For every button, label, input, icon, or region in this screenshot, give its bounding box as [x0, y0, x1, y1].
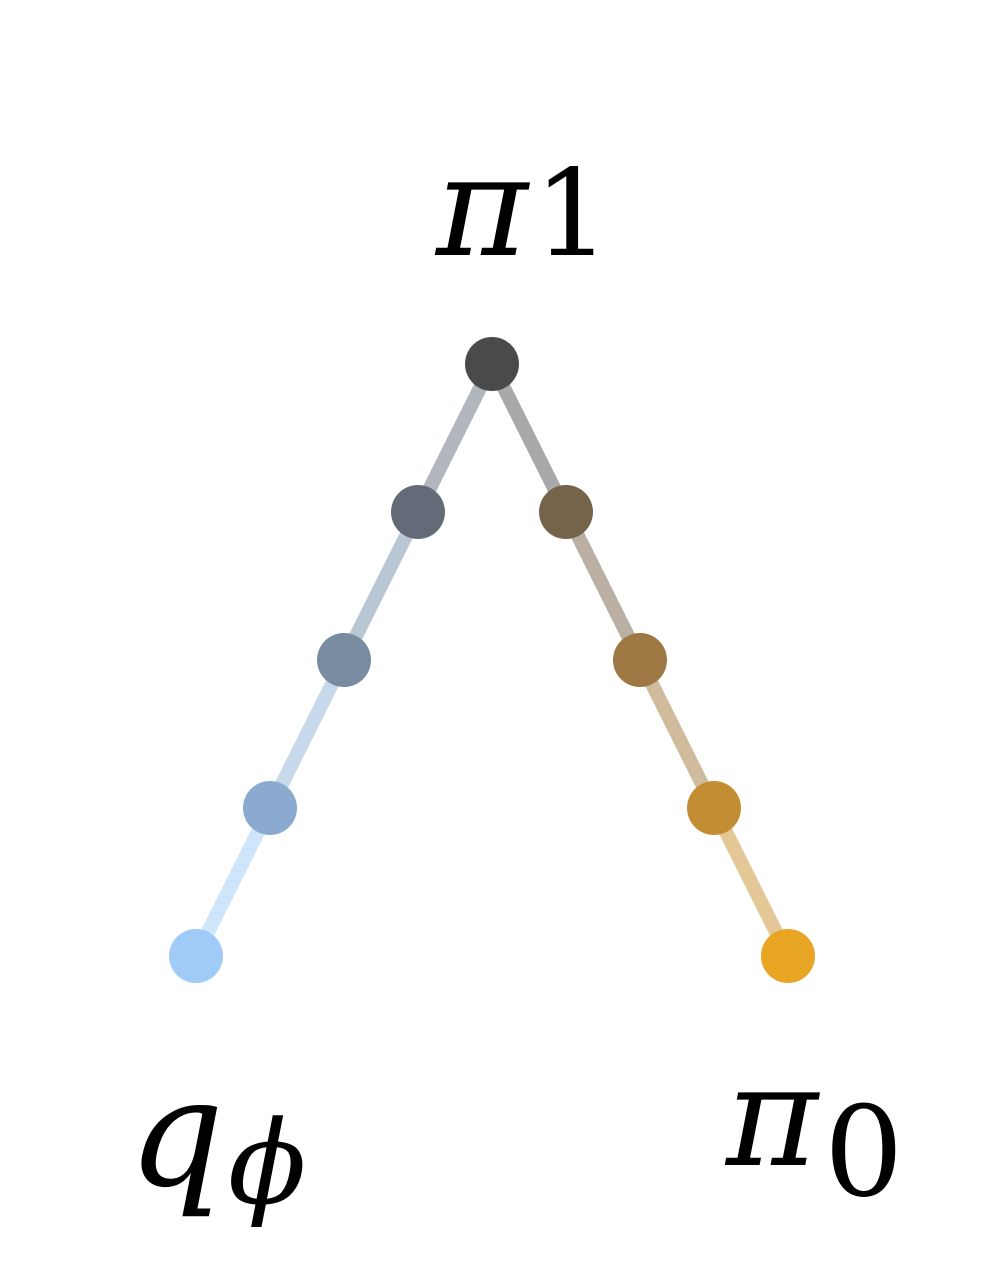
right-node-4	[761, 929, 815, 983]
top-node	[465, 337, 519, 391]
nodes	[169, 337, 815, 983]
label-left-subscript: ϕ	[228, 1097, 306, 1231]
right-node-3	[687, 781, 741, 835]
right-edge-4	[707, 804, 795, 960]
left-edge-1	[411, 360, 499, 516]
left-edge-4	[189, 804, 277, 960]
label-left-symbol: q	[128, 1047, 224, 1221]
left-edge-3	[263, 656, 351, 812]
right-edge-1	[485, 360, 573, 516]
label-top: π1	[434, 126, 610, 289]
right-node-1	[539, 485, 593, 539]
label-top-symbol: π	[434, 126, 531, 289]
right-edge-2	[559, 508, 647, 664]
label-left: qϕ	[128, 1047, 306, 1231]
edges	[189, 360, 795, 960]
left-node-2	[317, 633, 371, 687]
right-edge-3	[633, 656, 721, 812]
left-node-1	[391, 485, 445, 539]
label-right-symbol: π	[724, 1036, 821, 1199]
left-node-3	[243, 781, 297, 835]
label-right-subscript: 0	[824, 1080, 904, 1225]
right-node-2	[613, 633, 667, 687]
label-top-subscript: 1	[534, 145, 610, 284]
left-edge-2	[337, 508, 425, 664]
label-right: π0	[724, 1036, 904, 1225]
left-node-4	[169, 929, 223, 983]
